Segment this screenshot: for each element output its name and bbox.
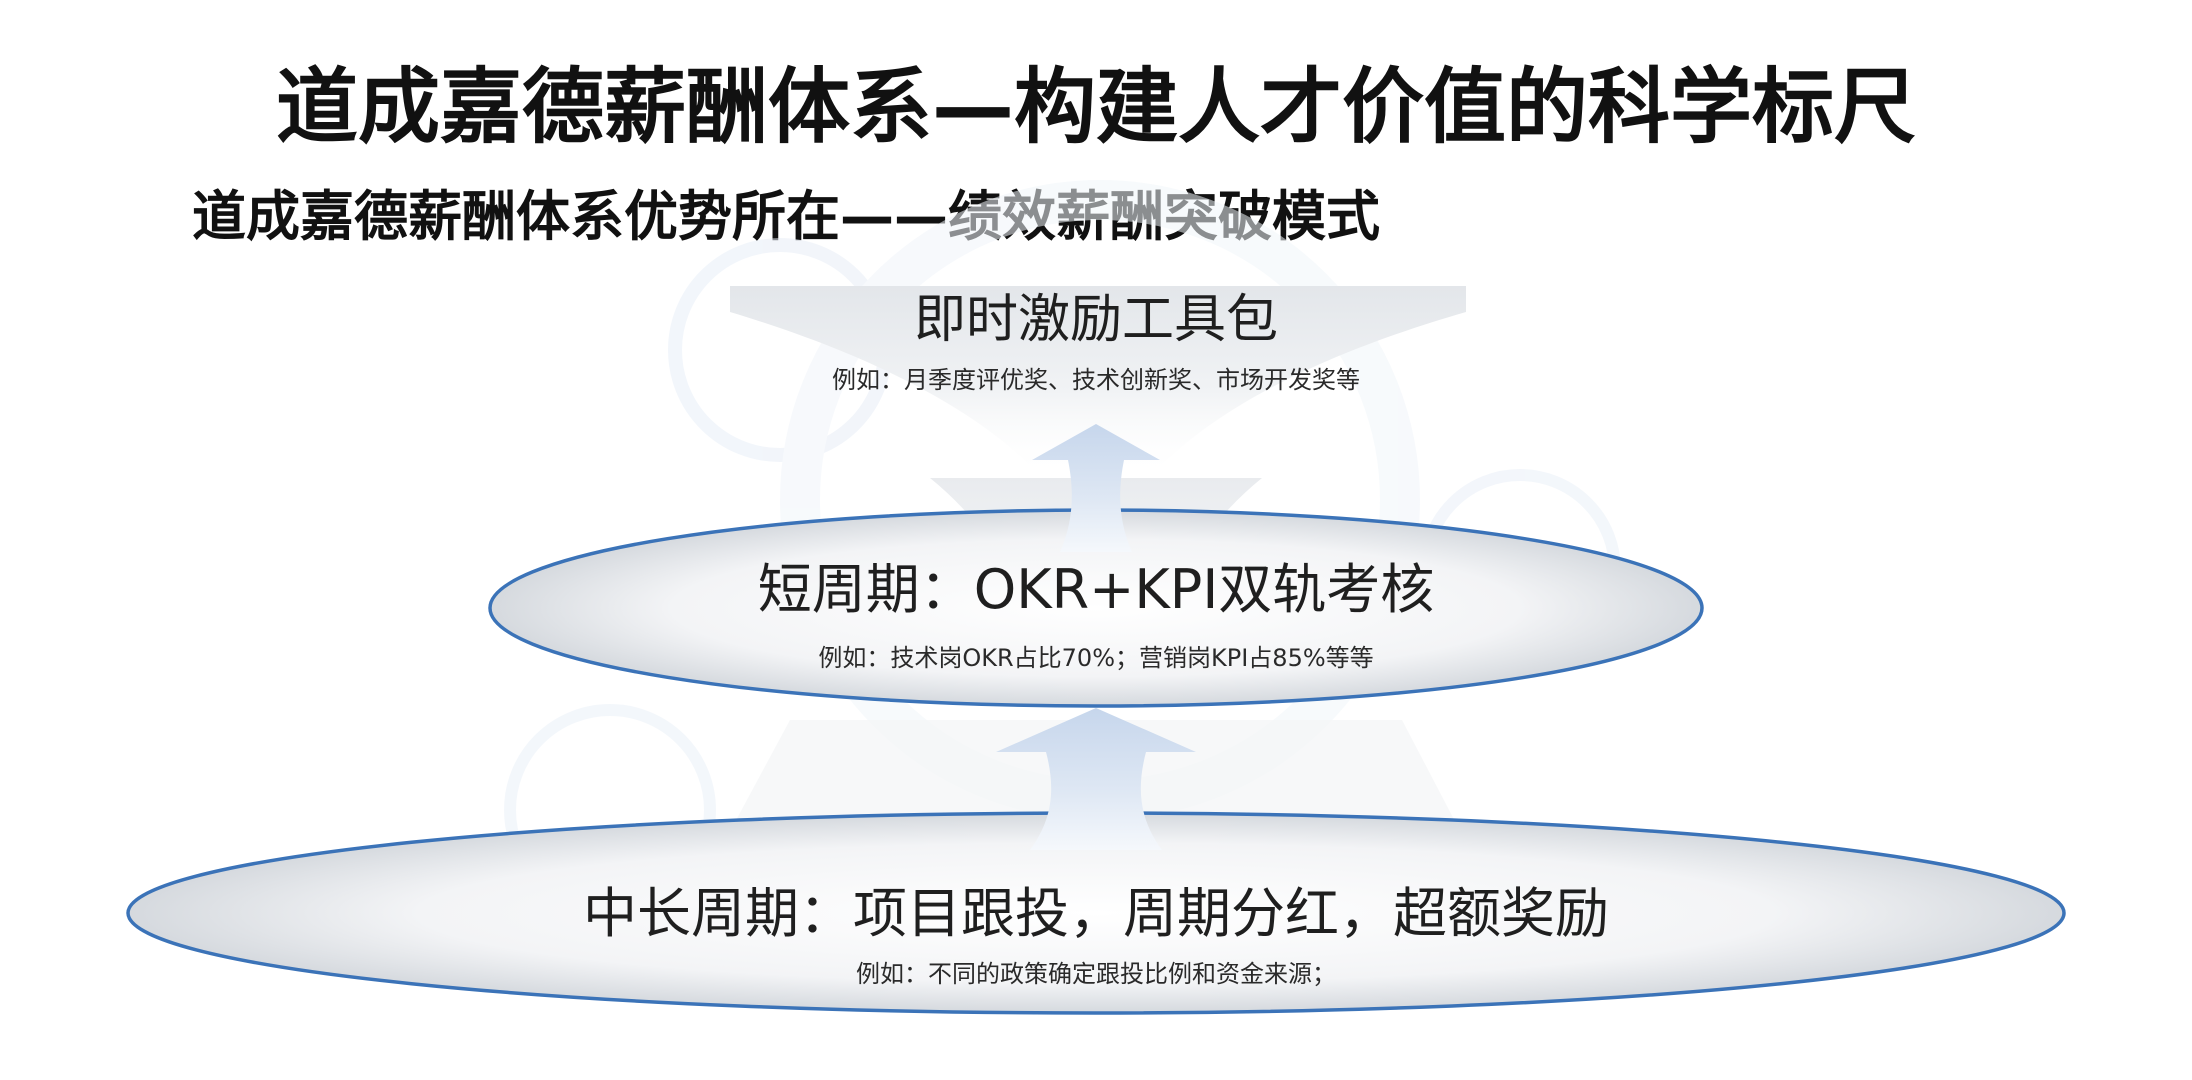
page-title: 道成嘉德薪酬体系—构建人才价值的科学标尺 xyxy=(275,60,1916,155)
tier-short-cycle: 短周期：OKR+KPI双轨考核 例如：技术岗OKR占比70%；营销岗KPI占85… xyxy=(596,556,1596,674)
funnel-top-shape xyxy=(730,286,1466,478)
tier-short-heading: 短周期：OKR+KPI双轨考核 xyxy=(757,558,1435,621)
arrow-up-upper xyxy=(1032,424,1160,552)
arrow-up-lower xyxy=(996,708,1196,850)
tier-instant-example: 例如：月季度评优奖、技术创新奖、市场开发奖等 xyxy=(832,366,1360,394)
tier-short-example: 例如：技术岗OKR占比70%；营销岗KPI占85%等等 xyxy=(818,644,1374,672)
tier-long-heading: 中长周期：项目跟投，周期分红，超额奖励 xyxy=(583,882,1609,945)
tier-long-example: 例如：不同的政策确定跟投比例和资金来源； xyxy=(856,960,1336,988)
tier-instant-heading: 即时激励工具包 xyxy=(913,290,1278,350)
tier-instant-incentive: 即时激励工具包 例如：月季度评优奖、技术创新奖、市场开发奖等 xyxy=(596,288,1596,396)
tier-long-cycle: 中长周期：项目跟投，周期分红，超额奖励 例如：不同的政策确定跟投比例和资金来源； xyxy=(446,880,1746,990)
